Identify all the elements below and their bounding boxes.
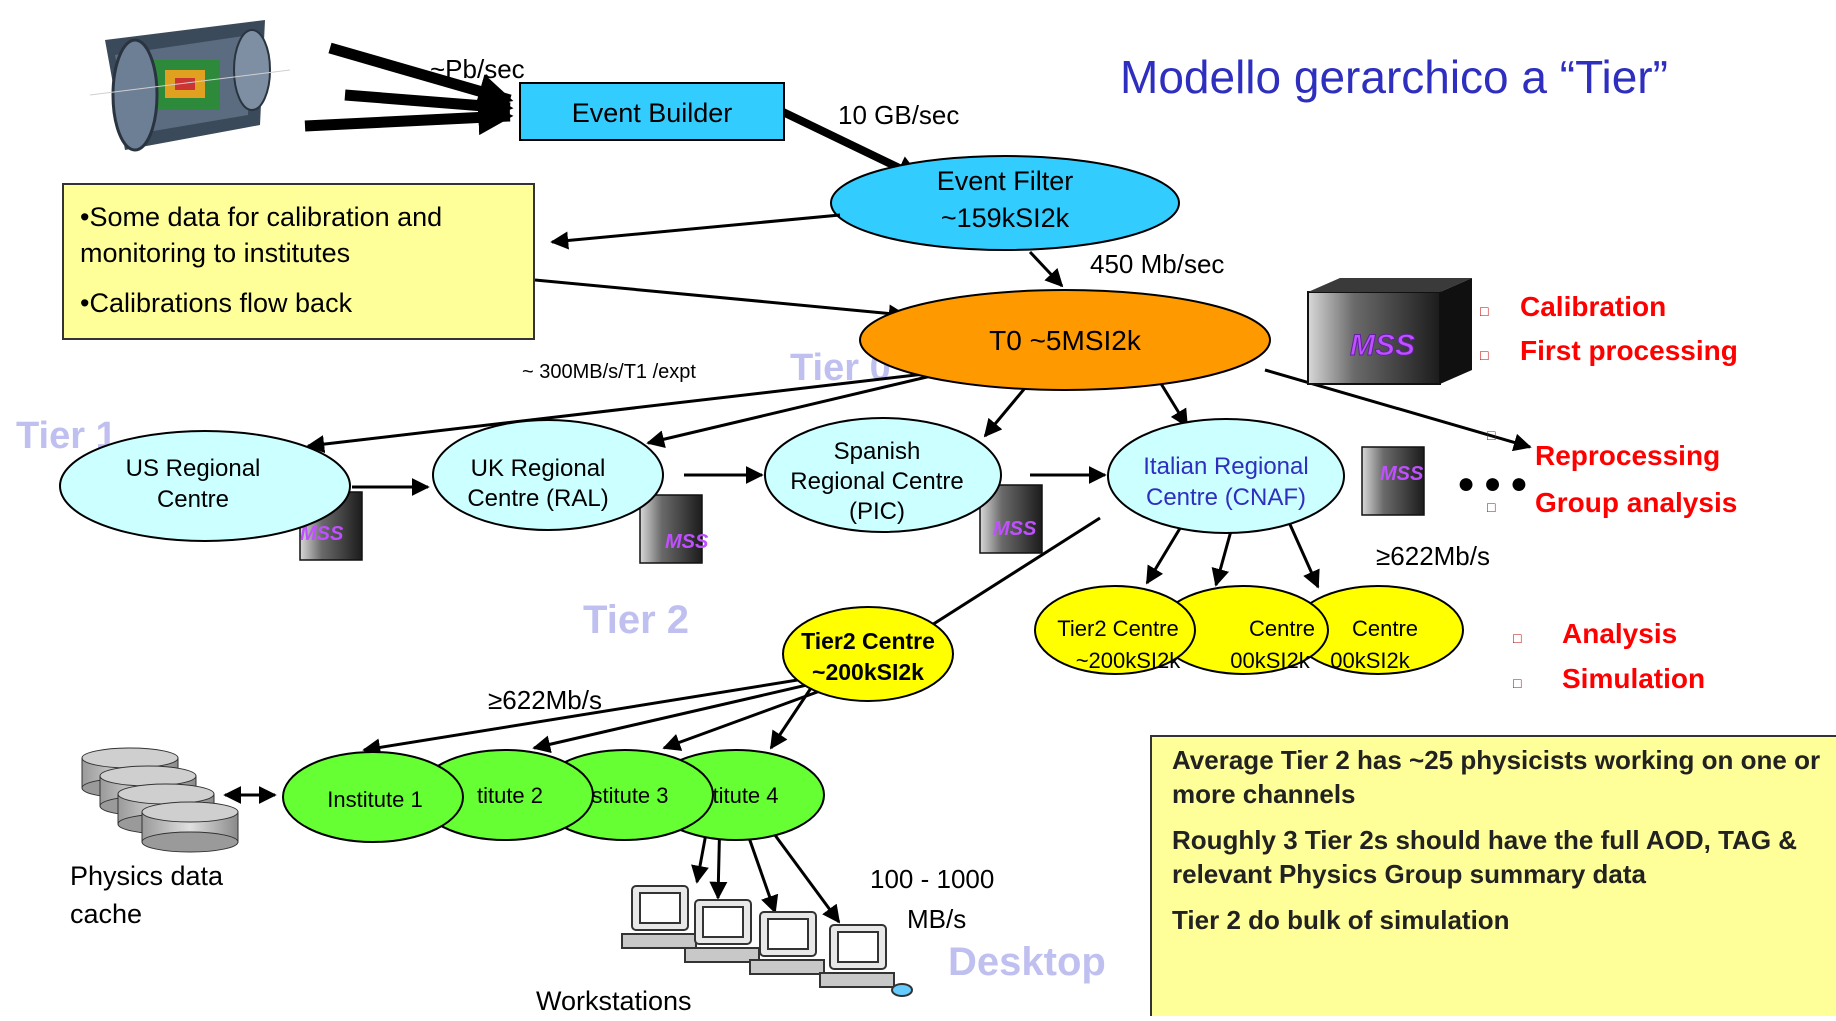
- mss-label-it: MSS: [1380, 463, 1424, 485]
- tier2-b-line1: Centre: [1249, 616, 1315, 641]
- tier2-task-1: Analysis: [1562, 618, 1677, 649]
- rate-desktop-line2: MB/s: [907, 904, 966, 934]
- mss-rack-uk: MSS: [639, 494, 709, 564]
- es-line3: (PIC): [849, 498, 905, 525]
- workstations-label: Workstations: [536, 986, 692, 1016]
- mss-label-us: MSS: [300, 523, 344, 545]
- event-filter-node: Event Filter ~159kSI2k: [830, 155, 1180, 251]
- rate-tier2: ≥622Mb/s: [1376, 541, 1490, 571]
- mss-label-es: MSS: [993, 518, 1037, 540]
- calibration-line1: •Some data for calibration and: [80, 202, 443, 232]
- tier0-task-1: Calibration: [1520, 291, 1666, 322]
- rate-t1: ~ 300MB/s/T1 /expt: [522, 361, 696, 383]
- uk-line1: UK Regional: [471, 455, 606, 482]
- us-line2: Centre: [157, 486, 229, 513]
- tier2-centre-main-node: Tier2 Centre ~200kSI2k: [782, 606, 954, 702]
- italian-regional-centre-node: Italian Regional Centre (CNAF): [1107, 418, 1345, 534]
- us-line1: US Regional: [126, 455, 261, 482]
- t0-node: T0 ~5MSI2k: [859, 289, 1271, 391]
- rate-institute: ≥622Mb/s: [488, 685, 602, 715]
- tier0-task-bullet-2: □: [1480, 347, 1489, 363]
- mss-label-t0: MSS: [1350, 329, 1415, 362]
- tier0-task-2: First processing: [1520, 335, 1738, 366]
- inst3-label: stitute 3: [591, 783, 668, 808]
- rate-10gb-sec: 10 GB/sec: [838, 100, 959, 130]
- es-line1: Spanish: [834, 438, 921, 465]
- rate-450mb-sec: 450 Mb/sec: [1090, 249, 1224, 279]
- calibration-line3: •Calibrations flow back: [80, 288, 353, 318]
- inst2-label: titute 2: [477, 783, 543, 808]
- tier2-note-p2: Roughly 3 Tier 2s should have the full A…: [1172, 825, 1798, 889]
- workstations-icon: [621, 885, 913, 997]
- tier2-centre-a-node: Tier2 Centre ~200kSI2k: [1034, 585, 1196, 675]
- it-line2: Centre (CNAF): [1146, 484, 1306, 511]
- tier2-task-bullet-2: □: [1513, 675, 1522, 691]
- tier2-label: Tier 2: [583, 598, 689, 642]
- inst1-label: Institute 1: [327, 787, 422, 812]
- tier2-main-line2: ~200kSI2k: [812, 659, 924, 685]
- physics-cache-line2: cache: [70, 899, 142, 929]
- tier1-task-bullet-2: □: [1487, 499, 1496, 515]
- uk-regional-centre-node: UK Regional Centre (RAL): [432, 419, 664, 531]
- mss-rack-it: MSS: [1361, 446, 1425, 516]
- tier2-task-2: Simulation: [1562, 663, 1705, 694]
- calibration-note-box: •Some data for calibration and monitorin…: [62, 183, 535, 340]
- tier2-c-line2: 00kSI2k: [1330, 648, 1410, 673]
- tier2-task-bullet-1: □: [1513, 630, 1522, 646]
- tier2-note-p1: Average Tier 2 has ~25 physicists workin…: [1172, 745, 1821, 809]
- event-builder-node: Event Builder: [519, 82, 785, 141]
- diagram-title: Modello gerarchico a “Tier”: [1120, 51, 1668, 103]
- it-line1: Italian Regional: [1143, 453, 1308, 480]
- tier2-a-line1: Tier2 Centre: [1057, 616, 1178, 641]
- tier1-task-1: Reprocessing: [1535, 440, 1720, 471]
- institute-1-node: Institute 1: [282, 751, 464, 843]
- tier2-centre-b-node: Centre 00kSI2k: [1157, 585, 1329, 675]
- tier1-task-2: Group analysis: [1535, 487, 1737, 518]
- tier2-a-line2: ~200kSI2k: [1076, 648, 1182, 673]
- tier2-main-line1: Tier2 Centre: [801, 628, 935, 654]
- es-line2: Regional Centre: [790, 468, 963, 495]
- event-builder-label: Event Builder: [572, 98, 733, 128]
- tier2-tasks: □ Analysis □ Simulation: [1513, 618, 1705, 694]
- rate-pb-sec: ~Pb/sec: [430, 54, 525, 84]
- spanish-regional-centre-node: Spanish Regional Centre (PIC): [764, 417, 1002, 533]
- uk-line2: Centre (RAL): [467, 485, 608, 512]
- us-regional-centre-node: US Regional Centre: [59, 430, 351, 542]
- tier0-task-bullet-1: □: [1480, 303, 1489, 319]
- event-filter-line2: ~159kSI2k: [941, 203, 1070, 233]
- detector-image: [89, 20, 291, 152]
- tier1-tasks: □ Reprocessing □ Group analysis: [1487, 427, 1737, 518]
- tier2-note-p3: Tier 2 do bulk of simulation: [1172, 905, 1510, 935]
- desktop-label: Desktop: [948, 940, 1106, 984]
- tier0-tasks: □ Calibration □ First processing: [1480, 291, 1738, 366]
- more-centres-dots: ● ● ●: [1457, 467, 1528, 500]
- t0-label: T0 ~5MSI2k: [989, 325, 1142, 356]
- mss-rack-t0: MSS: [1307, 278, 1472, 385]
- calibration-line2: monitoring to institutes: [80, 238, 351, 268]
- tier2-c-line1: Centre: [1352, 616, 1418, 641]
- mss-label-uk: MSS: [665, 531, 709, 553]
- institute-2-node: titute 2: [416, 749, 594, 841]
- rate-desktop-line1: 100 - 1000: [870, 864, 994, 894]
- tier2-b-line2: 00kSI2k: [1230, 648, 1310, 673]
- physics-cache-line1: Physics data: [70, 861, 224, 891]
- tier1-task-bullet-1: □: [1487, 427, 1496, 443]
- inst4-label: stitute 4: [701, 783, 778, 808]
- physics-data-cache-icon: [81, 747, 239, 853]
- event-filter-line1: Event Filter: [937, 166, 1074, 196]
- tier2-summary-note-box: Average Tier 2 has ~25 physicists workin…: [1150, 735, 1836, 1016]
